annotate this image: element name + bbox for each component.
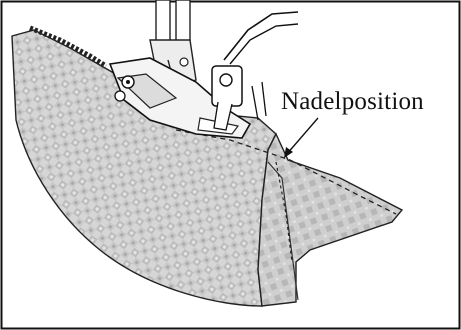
callout-arrow xyxy=(284,118,318,158)
needle-position-label: Nadelposition xyxy=(281,88,424,116)
fabric-folded-flap xyxy=(258,134,402,306)
